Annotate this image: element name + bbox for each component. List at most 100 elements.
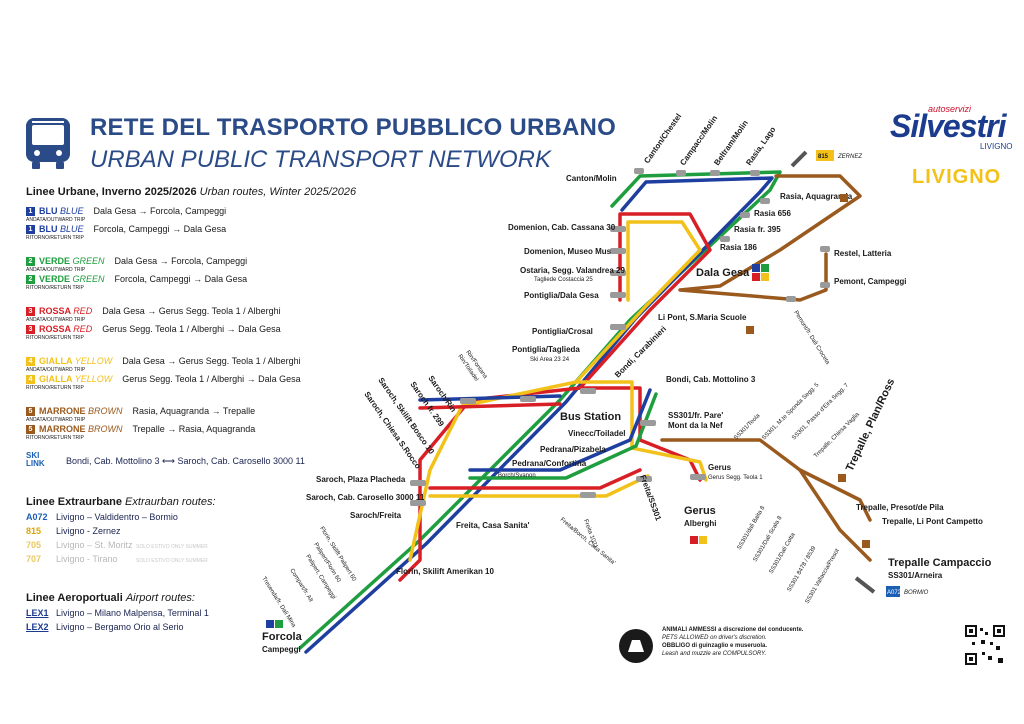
yellow-line [408, 220, 702, 562]
line-name: BLU BLUE [39, 224, 84, 234]
line-route: Livigno - Zernez [56, 526, 121, 536]
stop-bondi-mott: Bondi, Cab. Mottolino 3 [666, 375, 756, 384]
line-name: VERDE GREEN [39, 256, 105, 266]
line-route: Gerus Segg. Teola 1 / Alberghi → Dala Ge… [122, 374, 301, 384]
stop-canton-chestel: Canton/Chestel [642, 112, 683, 165]
stop-ostaria: Ostaria, Segg. Valandrea 29 [520, 266, 625, 275]
urban-line-row: 3 ROSSA RED Dala Gesa → Gerus Segg. Teola … [26, 306, 281, 317]
line-route: Dala Gesa → Forcola, Campeggi [114, 256, 248, 266]
pets-notice: ANIMALI AMMESSI a discrezione del conduc… [662, 627, 804, 657]
stop-dala-gesa: Dala Gesa [696, 267, 750, 279]
brand-prefix: autoservizi [928, 104, 972, 114]
dog-icon [619, 629, 653, 663]
stop-domenion-30: Domenion, Cab. Cassana 30 [508, 223, 616, 232]
trip-direction: RITORNO/RETURN TRIP [26, 385, 84, 391]
badge-line-3b [690, 536, 698, 544]
stop-trepalle-lipont: Trepalle, Li Pont Campetto [882, 517, 983, 526]
line-name: GIALLA YELLOW [39, 356, 113, 366]
line-number-badge: 1 [26, 207, 35, 217]
trip-direction: RITORNO/RETURN TRIP [26, 335, 84, 341]
line-route: Dala Gesa → Gerus Segg. Teola 1 / Alberg… [102, 306, 281, 316]
stop-beltram: Beltram/Molin [712, 119, 750, 168]
stop-rasia-186: Rasia 186 [720, 243, 757, 252]
line-route: Livigno – Bergamo Orio al Serio [56, 622, 184, 632]
zernez-code-badge [816, 150, 834, 161]
stop-pontiglia-crosal: Pontiglia/Crosal [532, 327, 593, 336]
line-number-badge: 4 [26, 375, 35, 385]
stop-pedrana-confortina: Pedrana/Confortina [512, 459, 587, 468]
line-note: SOLO ESTIVO ONLY SUMMER [136, 544, 208, 550]
trip-direction: ANDATA/OUTWARD TRIP [26, 267, 86, 273]
line-name: MARRONE BROWN [39, 424, 123, 434]
stop-mont-da-la-nef: Mont da la Nef [668, 421, 723, 430]
line-number-badge: 3 [26, 307, 35, 317]
trip-direction: ANDATA/OUTWARD TRIP [26, 417, 86, 423]
trip-direction: RITORNO/RETURN TRIP [26, 285, 84, 291]
stop-markers [410, 168, 830, 506]
stop-trepalle-plan: Trepalle, Plan/Ross [844, 377, 898, 473]
stop-ss301-teola: SS301/Teola [733, 413, 762, 442]
stop-pontiglia-dg: Pontiglia/Dala Gesa [524, 291, 599, 300]
line-route: Dala Gesa → Gerus Segg. Teola 1 / Alberg… [122, 356, 301, 366]
line-name: VERDE GREEN [39, 274, 105, 284]
bormio-code-badge [886, 586, 900, 597]
line-route: Livigno – Valdidentro – Bormio [56, 512, 178, 522]
stop-saroch-carosello: Saroch, Cab. Carosello 3000 11 [306, 493, 425, 502]
skilink-badge: SKI LINK [26, 451, 45, 468]
trip-direction: RITORNO/RETURN TRIP [26, 235, 84, 241]
page-subtitle: URBAN PUBLIC TRANSPORT NETWORK [90, 146, 551, 173]
line-number-badge: 2 [26, 275, 35, 285]
silvestri-logo: Silvestri [890, 108, 1007, 144]
skilink-route: Bondi, Cab. Mottolino 3 ⟷ Saroch, Cab. C… [66, 456, 305, 466]
stop-trepalle-campaccio: Trepalle Campaccio [888, 557, 992, 569]
trip-direction: RITORNO/RETURN TRIP [26, 435, 84, 441]
bormio-label: BORMIO [904, 590, 929, 596]
qr-code[interactable] [964, 624, 1006, 666]
stop-compart-alt: Compart/fr. Alt [288, 568, 313, 604]
stop-lipont: Li Pont, S.Maria Scuole [658, 313, 747, 322]
extraurban-heading: Linee Extraurbane Extraurban routes: [26, 496, 216, 508]
line-number-badge: 1 [26, 225, 35, 235]
line-code: 705 [26, 540, 42, 550]
line-code: LEX2 [26, 622, 49, 632]
stop-vinecc: Vinecc/Toiladel [568, 429, 626, 438]
stop-pontiglia-taglieda: Pontiglia/Taglieda [512, 345, 580, 354]
line-route: Livigno - Tirano [56, 554, 118, 564]
badge-line-1 [752, 264, 760, 272]
trip-direction: ANDATA/OUTWARD TRIP [26, 367, 86, 373]
urban-routes-heading: Linee Urbane, Inverno 2025/2026 Urban ro… [26, 186, 357, 198]
line-number-badge: 2 [26, 257, 35, 267]
stop-saroch-freita: Saroch/Freita [350, 511, 402, 520]
badge-forcola-1 [266, 620, 274, 628]
badge-line-4b [699, 536, 707, 544]
stop-rasia-395: Rasia fr. 395 [734, 225, 781, 234]
airport-heading: Linee Aeroportuali Airport routes: [26, 592, 195, 604]
line-code: 707 [26, 554, 42, 564]
line-name: MARRONE BROWN [39, 406, 123, 416]
stop-bus-station: Bus Station [560, 411, 621, 423]
airport-line-row: LEX2 Livigno – Bergamo Orio al Serio [26, 622, 184, 632]
brand-town: LIVIGNO [980, 142, 1013, 151]
stop-gerus-alb: Gerus [684, 505, 716, 517]
line-route: Trepalle → Rasia, Aquagranda [132, 424, 256, 434]
stop-rasia-lago: Rasia, Lago [744, 125, 777, 167]
stop-ss301-arneira: SS301/Arneira [888, 571, 943, 580]
line-name: ROSSA RED [39, 306, 93, 316]
line-name: BLU BLUE [39, 206, 84, 216]
stop-ss301-mott: SS301, M.te Sponda Segg. 5 [761, 382, 821, 442]
blue-line [304, 176, 774, 654]
arrow-bormio-icon [854, 576, 876, 594]
trip-direction: ANDATA/OUTWARD TRIP [26, 217, 86, 223]
line-route: Gerus Segg. Teola 1 / Alberghi → Dala Ge… [102, 324, 281, 334]
